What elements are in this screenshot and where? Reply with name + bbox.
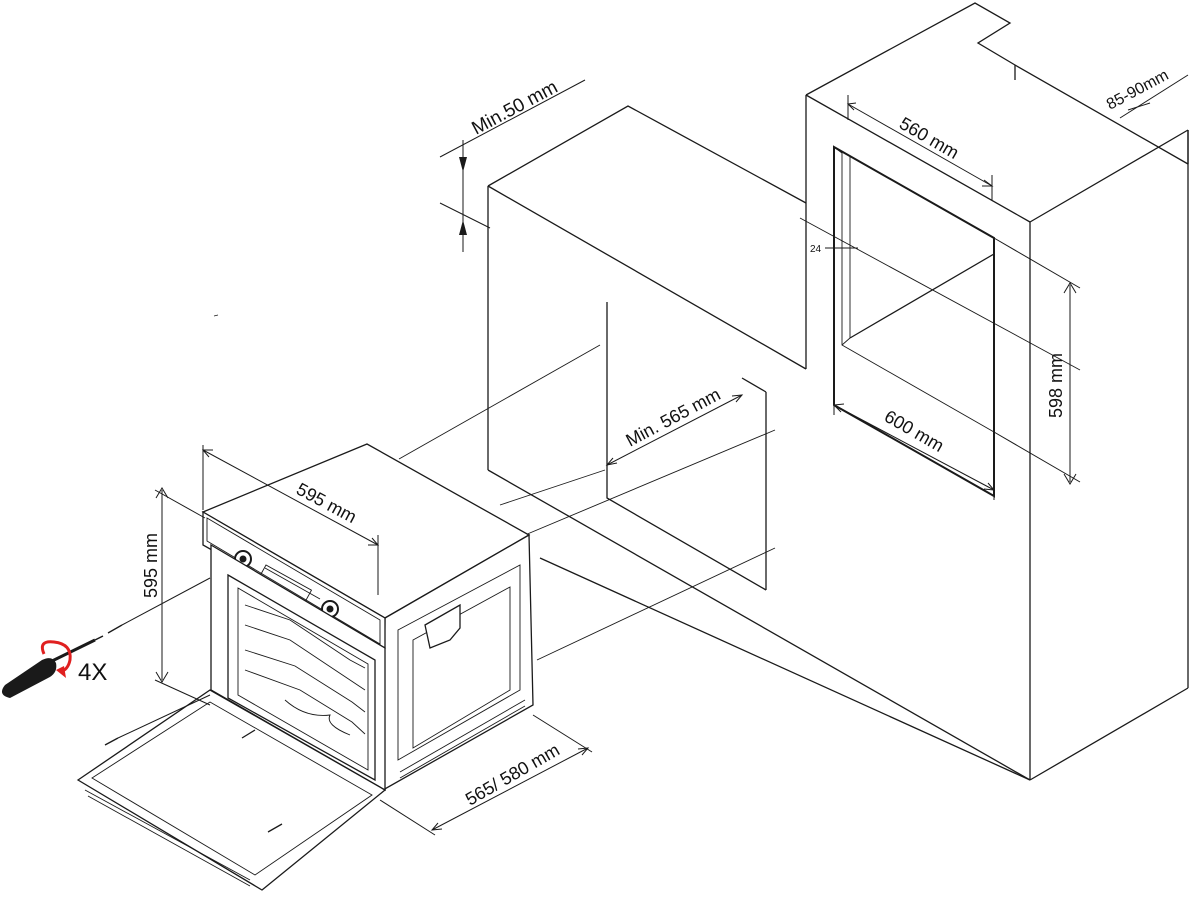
rotate-arrow-icon — [40, 640, 72, 678]
oven-racks — [244, 604, 366, 736]
min-depth-label: Min. 565 mm — [622, 384, 723, 450]
side-vents — [399, 699, 526, 779]
door-vents — [84, 789, 251, 887]
side-mark-label: 24 — [810, 244, 822, 255]
niche-width-label: 600 mm — [881, 406, 947, 456]
min-top-gap-label: Min.50 mm — [468, 77, 561, 140]
niche-height-label: 598 mm — [1046, 353, 1066, 418]
screw-icon — [104, 577, 283, 833]
screwdriver-icon — [1, 635, 104, 698]
oven — [76, 443, 534, 891]
oven-depth-label: 565/ 580 mm — [462, 740, 563, 810]
cabinet-unit — [487, 2, 1189, 781]
oven-height-label: 595 mm — [141, 533, 161, 598]
niche-inner-width-label: 560 mm — [896, 113, 962, 163]
dimension-lines — [154, 74, 1189, 836]
guide-lines — [398, 203, 1081, 661]
screw-count-label: 4X — [78, 659, 107, 686]
